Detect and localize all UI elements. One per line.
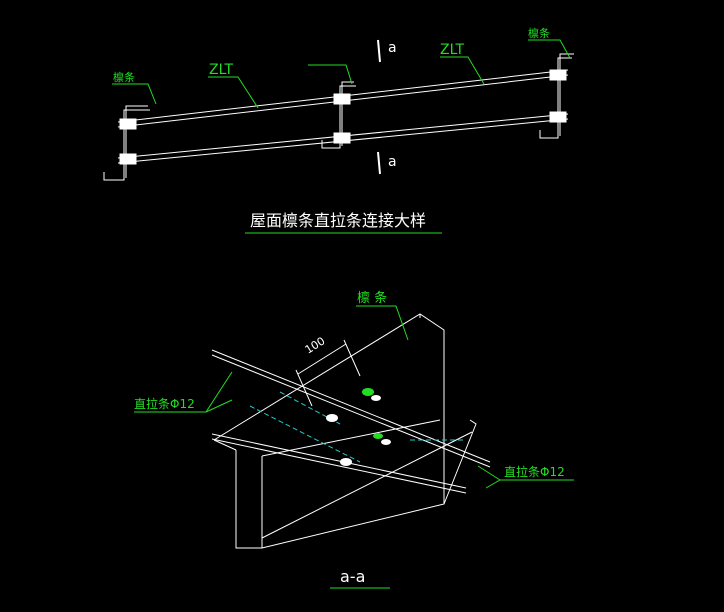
label-purlin-section: 檩 条 <box>357 290 387 306</box>
leader-purlin-middle <box>308 64 353 85</box>
plan-view: 檩条 檩条 ZLT ZLT a a 屋面檩条直拉条连接大样 <box>103 26 574 234</box>
purlin-left <box>103 105 150 181</box>
leader-rod-left-2 <box>205 399 233 413</box>
label-zlt-left: ZLT <box>209 62 233 78</box>
leader-purlin-section <box>356 305 409 341</box>
label-rod-right: 直拉条Φ12 <box>504 464 565 479</box>
label-section-top: a <box>388 40 397 56</box>
purlin-middle <box>321 81 356 149</box>
section-mark-top <box>377 39 381 63</box>
label-zlt-right: ZLT <box>440 42 464 58</box>
section-view-title: a-a <box>340 567 365 586</box>
bolt-nuts <box>326 388 391 466</box>
leader-rod-right-2 <box>477 465 501 481</box>
section-view: 100 檩 条 直拉条Φ12 直拉条Φ12 a-a <box>134 290 574 589</box>
section-mark-bottom <box>377 151 381 175</box>
purlin-right <box>539 53 574 139</box>
purlin-isometric <box>213 313 477 549</box>
leader-purlin-left <box>112 83 157 105</box>
hidden-rod-1 <box>249 405 361 463</box>
leader-zlt-right <box>440 56 485 85</box>
label-purlin-left: 檩条 <box>113 70 135 84</box>
label-section-bottom: a <box>388 154 397 170</box>
tie-rod-lower-section <box>211 433 467 494</box>
plan-view-title: 屋面檩条直拉条连接大样 <box>250 211 426 230</box>
leader-zlt-left <box>208 76 259 109</box>
tie-rod-upper-section <box>211 349 491 468</box>
label-purlin-right: 檩条 <box>528 26 550 40</box>
leader-purlin-right <box>528 39 571 59</box>
label-rod-left: 直拉条Φ12 <box>134 396 195 411</box>
leader-rod-right <box>485 479 574 489</box>
dimension-100-text: 100 <box>303 334 328 356</box>
